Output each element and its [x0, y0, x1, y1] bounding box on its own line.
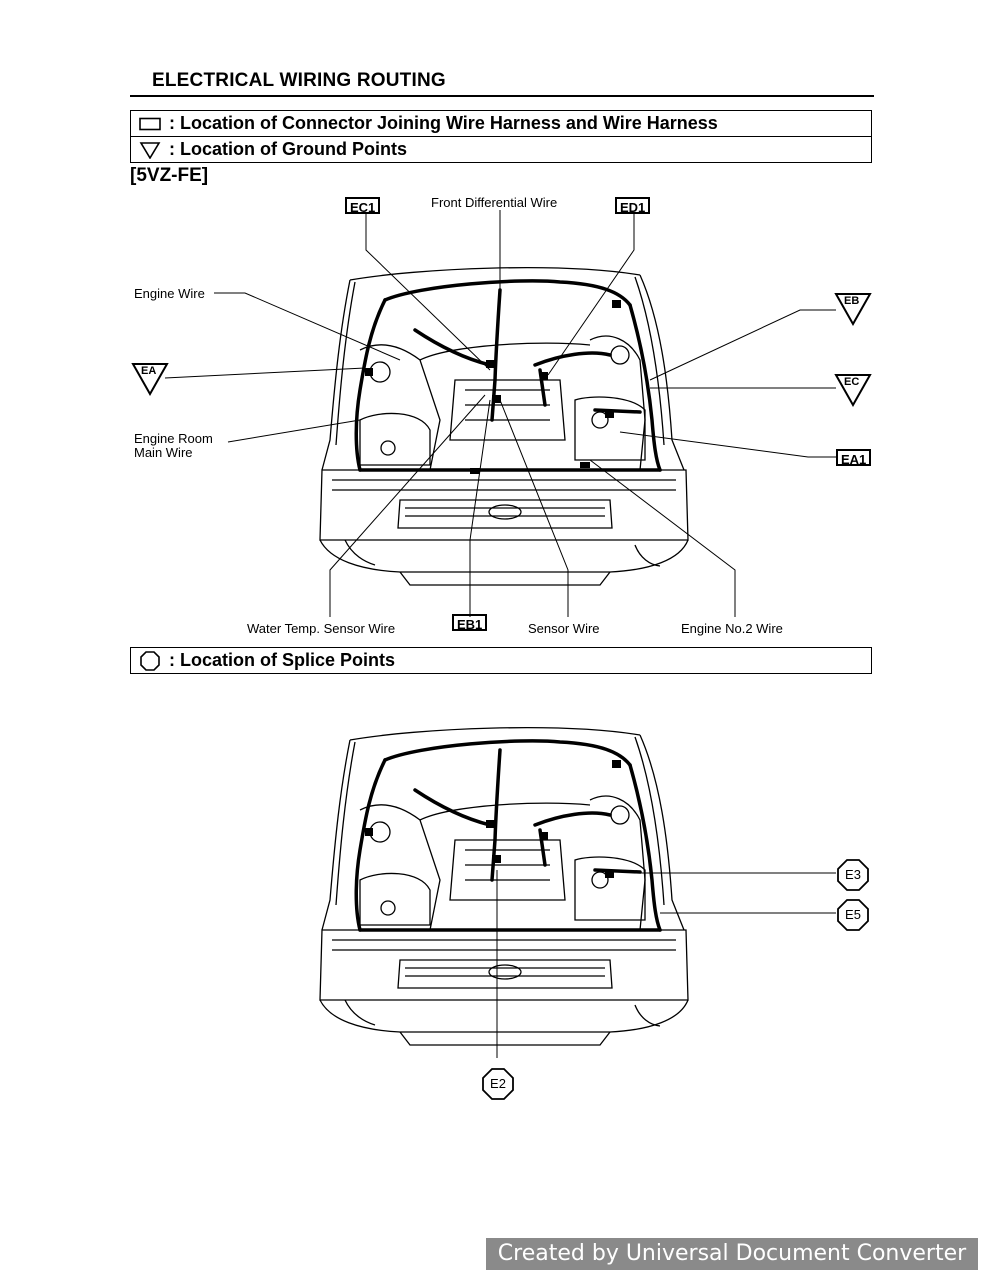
- page-title: ELECTRICAL WIRING ROUTING: [152, 70, 446, 91]
- connector-marks-top: [365, 300, 621, 474]
- splice-point-e3: E3: [837, 859, 869, 891]
- triangle-down-icon: [834, 374, 872, 407]
- label-engine-room-main-wire-2: Main Wire: [134, 445, 193, 460]
- ground-point-ea: EA: [131, 362, 169, 396]
- label-sensor-wire: Sensor Wire: [528, 621, 600, 636]
- rectangle-icon: [139, 116, 161, 132]
- octagon-icon: [837, 899, 869, 931]
- octagon-icon: [837, 859, 869, 891]
- label-water-temp-sensor-wire: Water Temp. Sensor Wire: [247, 621, 396, 636]
- connector-ec1: EC1: [345, 197, 381, 215]
- octagon-icon: [482, 1068, 514, 1100]
- splice-point-e5: E5: [837, 899, 869, 931]
- connector-ea1: EA1: [836, 449, 872, 467]
- wire-harness-routing-bottom: [354, 739, 662, 932]
- legend-box-splice: : Location of Splice Points: [130, 647, 872, 674]
- ground-point-ec: EC: [834, 373, 872, 407]
- section-label-engine: [5VZ-FE]: [130, 165, 209, 186]
- engine-bay-diagram-top: [164, 210, 836, 617]
- leader-lines-top: [164, 210, 836, 617]
- triangle-down-icon: [834, 293, 872, 326]
- legend-box: : Location of Connector Joining Wire Har…: [130, 110, 872, 163]
- ground-code-ea: EA: [141, 365, 157, 377]
- connector-ed1: ED1: [615, 197, 651, 215]
- connector-marks-bottom: [365, 760, 621, 878]
- ground-code-ec: EC: [844, 376, 860, 388]
- label-engine-room-main-wire-1: Engine Room: [134, 431, 213, 446]
- splice-point-e2: E2: [482, 1068, 514, 1100]
- octagon-icon: [139, 650, 161, 671]
- label-engine-no2-wire: Engine No.2 Wire: [681, 621, 783, 636]
- splice-code-e3: E3: [845, 867, 861, 882]
- watermark: Created by Universal Document Converter: [486, 1238, 978, 1270]
- title-rule: [130, 95, 874, 97]
- splice-code-e2: E2: [490, 1076, 506, 1091]
- triangle-down-icon: [131, 363, 169, 396]
- ground-point-eb: EB: [834, 292, 872, 326]
- label-engine-wire: Engine Wire: [134, 286, 205, 301]
- triangle-down-icon: [139, 141, 161, 159]
- legend-row-splice: : Location of Splice Points: [131, 648, 871, 673]
- legend-splice-label: : Location of Splice Points: [169, 650, 396, 670]
- legend-row-ground: : Location of Ground Points: [131, 136, 871, 162]
- splice-code-e5: E5: [845, 907, 861, 922]
- leader-lines-bottom: [496, 870, 836, 1058]
- label-front-differential-wire: Front Differential Wire: [431, 195, 558, 210]
- connector-eb1: EB1: [452, 614, 488, 632]
- legend-row-connector: : Location of Connector Joining Wire Har…: [131, 111, 871, 136]
- wire-harness-routing-top: [354, 279, 662, 472]
- legend-ground-label: : Location of Ground Points: [169, 139, 407, 159]
- vehicle-outline-top: [319, 267, 689, 586]
- engine-bay-diagram-bottom: [319, 727, 836, 1058]
- ground-code-eb: EB: [844, 295, 860, 307]
- legend-connector-label: : Location of Connector Joining Wire Har…: [169, 113, 718, 133]
